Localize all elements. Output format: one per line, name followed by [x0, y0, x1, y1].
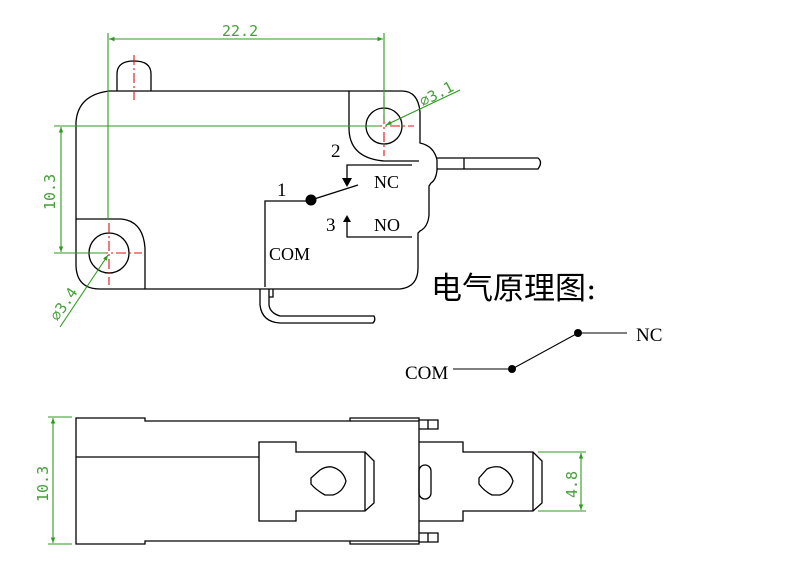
- dimension-10-3-side: 10.3: [41, 125, 380, 254]
- no-contact-line: [346, 221, 412, 238]
- actuator-lever: [437, 157, 542, 170]
- dimension-dia-3-4: ⌀3.4: [46, 254, 109, 328]
- top-outer-terminal-hole: [478, 466, 514, 496]
- dim-hole-right-text: ⌀3.1: [416, 78, 456, 111]
- dim-height-text: 10.3: [41, 174, 59, 210]
- terminal-number-2: 2: [331, 141, 341, 162]
- centerlines: [80, 55, 414, 285]
- top-tab: [419, 419, 439, 430]
- com-terminal-pin: [259, 289, 376, 324]
- dimension-10-3-top: 10.3: [34, 416, 72, 545]
- top-inner-terminal: [258, 441, 375, 522]
- nc-contact-line: [346, 164, 412, 181]
- switch-body-outline: [75, 90, 438, 290]
- no-label: NO: [374, 215, 400, 235]
- dim-top-height-text: 10.3: [34, 466, 52, 502]
- electrical-schematic: 电气原理图: COM NC: [405, 271, 662, 384]
- right-mounting-boss: [348, 91, 419, 162]
- nc-contact-arrow: [342, 178, 352, 187]
- schematic-nc-label: NC: [636, 325, 662, 346]
- moving-contact-blade: [310, 184, 359, 201]
- nc-label: NC: [374, 172, 399, 192]
- top-body-outline: [75, 417, 420, 545]
- schematic-switch-blade: [511, 332, 579, 370]
- dimension-dia-3-1: ⌀3.1: [385, 78, 461, 126]
- schematic-title: 电气原理图:: [431, 271, 596, 307]
- com-label: COM: [269, 244, 310, 264]
- dim-terminal-width-text: 4.8: [563, 471, 581, 498]
- dim-width-text: 22.2: [222, 22, 258, 40]
- schematic-com-label: COM: [405, 363, 448, 384]
- left-mounting-boss: [76, 218, 146, 289]
- top-outer-terminal: [419, 441, 543, 522]
- dimension-22-2: 22.2: [107, 22, 385, 220]
- terminal-number-1: 1: [277, 180, 287, 201]
- bottom-tab: [419, 532, 439, 543]
- dim-hole-left-text: ⌀3.4: [46, 284, 81, 324]
- no-contact-arrow: [343, 215, 351, 222]
- top-inner-terminal-hole: [310, 466, 347, 496]
- top-slot: [418, 464, 432, 500]
- terminal-number-3: 3: [326, 215, 336, 236]
- dimension-4-8: 4.8: [538, 451, 586, 512]
- top-view: 10.3 4.8: [34, 416, 586, 545]
- com-contact-line: [264, 200, 311, 287]
